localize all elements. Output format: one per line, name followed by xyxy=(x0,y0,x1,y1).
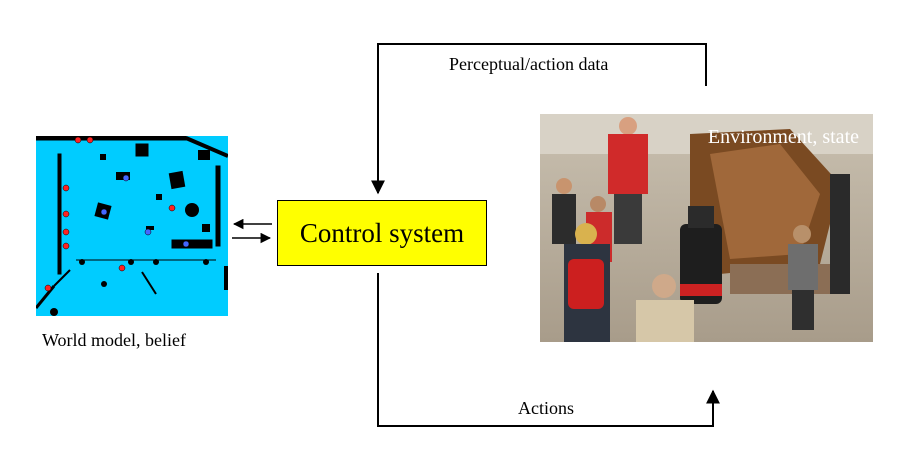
control-system-box: Control system xyxy=(277,200,487,266)
world-model-label: World model, belief xyxy=(42,330,187,350)
environment-label: Environment, state xyxy=(707,126,859,148)
world-model-map xyxy=(36,136,228,316)
environment-photo: Environment, state xyxy=(540,114,873,342)
actions-label: Actions xyxy=(518,398,574,418)
actions-arrow xyxy=(377,273,720,427)
control-system-label: Control system xyxy=(299,217,465,248)
feedback-label: Perceptual/action data xyxy=(449,54,609,74)
feedback-arrow xyxy=(371,43,707,195)
